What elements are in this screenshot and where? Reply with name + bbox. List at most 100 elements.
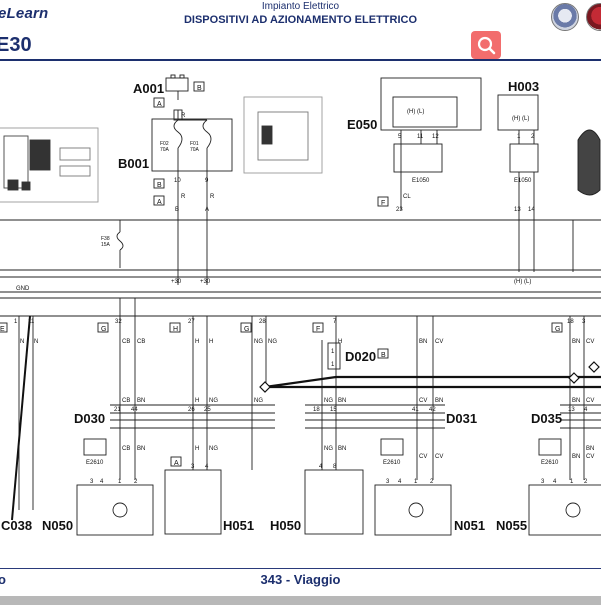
- diagram-text: 3: [541, 479, 545, 485]
- search-icon: [477, 36, 496, 55]
- section-divider: [0, 59, 601, 61]
- diagram-text: CB: [122, 398, 130, 404]
- diagram-text: (H) (L): [512, 116, 529, 122]
- section-bar: [0, 34, 601, 60]
- diagram-text: BN: [586, 446, 594, 452]
- diagram-text: BN: [137, 446, 145, 452]
- diagram-text: R: [210, 194, 215, 200]
- diagram-text: A: [205, 207, 209, 213]
- n055-box: [528, 484, 601, 536]
- diagram-text: CV: [435, 454, 443, 460]
- wiring-diagram: A001 B001 E050 H003 D020 D030 D031 D035 …: [0, 74, 601, 536]
- connector-letter-labels: A B B A F B A G H G F G E: [0, 85, 560, 467]
- component-labels: A001 B001 E050 H003 D020 D030 D031 D035 …: [1, 79, 562, 533]
- footer-bar: [0, 568, 601, 597]
- diagram-text: (H) (L): [514, 279, 531, 285]
- diagram-text: CV: [586, 339, 594, 345]
- lancia-badge-icon: [551, 3, 579, 31]
- section-code: E30: [0, 34, 32, 56]
- diagram-text: 70A: [160, 147, 170, 153]
- diagram-text: G: [244, 326, 249, 333]
- diagram-text: R: [181, 113, 186, 119]
- page-label: 343 - Viaggio: [260, 572, 341, 587]
- diagram-text: 18: [567, 319, 574, 325]
- diagram-text: G: [101, 326, 106, 333]
- diagram-text: B: [175, 207, 179, 213]
- diagram-text: N: [20, 339, 24, 345]
- b001-fuse-box: [151, 118, 233, 172]
- diagram-text: B: [197, 85, 202, 92]
- diagram-text: CB: [122, 446, 130, 452]
- diagram-text: CB: [122, 339, 130, 345]
- diagram-text: H: [338, 339, 342, 345]
- diagram-text: CV: [435, 339, 443, 345]
- fuse-labels: F02 70A F01 70A F38 15A: [101, 141, 200, 248]
- diagram-text: 70A: [190, 147, 200, 153]
- label-n050: N050: [42, 518, 73, 533]
- label-n055: N055: [496, 518, 527, 533]
- diagram-text: 13: [568, 407, 575, 413]
- search-button[interactable]: [471, 31, 501, 59]
- diagram-text: E: [0, 326, 5, 333]
- diagram-text: H: [195, 446, 199, 452]
- diagram-text: F: [316, 326, 320, 333]
- diagram-text: 27: [188, 319, 195, 325]
- label-h051: H051: [223, 518, 254, 533]
- wire-color-labels: R R R CL N N CB H NG H CB BN NG H NG BN …: [20, 113, 594, 460]
- diagram-text: BN: [572, 398, 580, 404]
- diagram-text: 9: [205, 178, 209, 184]
- diagram-text: 2: [134, 479, 138, 485]
- diagram-text: CV: [586, 398, 594, 404]
- elearn-logo: eLearn: [0, 5, 49, 22]
- diagram-text: 3: [582, 319, 586, 325]
- diagram-text: 21: [114, 407, 121, 413]
- diagram-text: 11: [28, 319, 35, 325]
- d020-block: [327, 342, 341, 370]
- diagram-text: 42: [429, 407, 436, 413]
- label-n051: N051: [454, 518, 485, 533]
- horizontal-scrollbar[interactable]: [0, 596, 601, 605]
- diagram-text: BN: [572, 339, 580, 345]
- diagram-text: E1050: [412, 178, 430, 184]
- header-title: DISPOSITIVI AD AZIONAMENTO ELETTRICO: [183, 14, 418, 26]
- diagram-text: BN: [338, 398, 346, 404]
- diagram-lines: [0, 74, 601, 536]
- diagram-text: A: [174, 460, 179, 467]
- diagram-text: H: [173, 326, 178, 333]
- diagram-text: 4: [319, 464, 323, 470]
- diagram-text: 1: [414, 479, 418, 485]
- diagram-text: 1: [118, 479, 122, 485]
- diagram-text: 1: [517, 134, 521, 140]
- diagram-text: 25: [204, 407, 211, 413]
- diagram-text: 18: [313, 407, 320, 413]
- diagram-text: 7: [333, 319, 337, 325]
- label-h003: H003: [508, 79, 539, 94]
- diagram-text: 28: [259, 319, 266, 325]
- diagram-text: 1: [14, 319, 18, 325]
- diagram-text: 2: [430, 479, 434, 485]
- label-d031: D031: [446, 411, 477, 426]
- diagram-text: 26: [188, 407, 195, 413]
- diagram-text: G: [555, 326, 560, 333]
- diagram-text: F02: [160, 141, 169, 147]
- diagram-text: 1: [570, 479, 574, 485]
- diagram-text: BN: [435, 398, 443, 404]
- diagram-text: A: [157, 101, 162, 108]
- diagram-text: 44: [131, 407, 138, 413]
- label-h050: H050: [270, 518, 301, 533]
- diagram-text: 4: [205, 464, 209, 470]
- diagram-text: NG: [254, 339, 263, 345]
- diagram-text: 4: [398, 479, 402, 485]
- diagram-text: NG: [254, 398, 263, 404]
- diagram-text: H: [209, 339, 213, 345]
- diagram-text: B: [157, 182, 162, 189]
- diagram-text: 4: [553, 479, 557, 485]
- diagram-text: 3: [90, 479, 94, 485]
- diagram-text: 10: [174, 178, 181, 184]
- label-e050: E050: [347, 117, 377, 132]
- diagram-text: 15: [330, 407, 337, 413]
- diagram-text: E1050: [514, 178, 532, 184]
- diagram-text: BN: [137, 398, 145, 404]
- diagram-text: 13: [514, 207, 521, 213]
- diagram-text: +30: [200, 279, 211, 285]
